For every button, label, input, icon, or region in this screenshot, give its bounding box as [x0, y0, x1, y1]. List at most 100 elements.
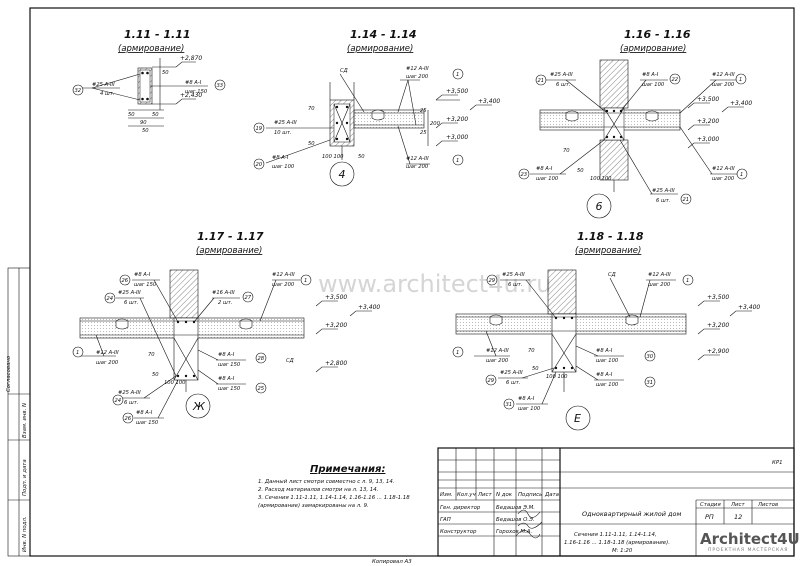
s111-rebar1: #25 А-III — [92, 82, 115, 88]
s117-r1s: шаг 150 — [134, 282, 157, 288]
s111-rebar1_qty: 4 шт. — [100, 91, 114, 97]
s114-r4s: шаг 200 — [406, 164, 429, 170]
s117-r3q: 2 шт. — [218, 300, 232, 306]
s116-m4: 23 — [521, 172, 528, 178]
s118-r3s: шаг 200 — [486, 358, 509, 364]
vzam-label: Взам. инв. N — [22, 403, 28, 438]
s117-r4: #12 А-III — [272, 272, 295, 278]
s114-m2: 19 — [256, 126, 263, 132]
s118-r3: #12 А-III — [486, 348, 509, 354]
s111-rebar2: #8 А-I — [185, 80, 202, 86]
titleblock-sheets_h: Листов — [757, 502, 778, 508]
titleblock-roles-0-name: Бедашов Э.М. — [496, 505, 535, 511]
s116-r1: #25 А-III — [550, 72, 573, 78]
s117-m8: 24 — [115, 398, 122, 404]
s117-r2: #25 А-III — [118, 290, 141, 296]
s116-lv4: +3,000 — [697, 136, 719, 143]
titleblock-headers-0: Изм. — [440, 492, 453, 498]
s116-m3: 1 — [739, 77, 742, 83]
section-114-drawing: 4 25 200 25 70 50 100 100 50 +3,500 +3,4… — [253, 66, 500, 187]
titleblock-sheet_title_2: 1.16-1.16 ... 1.18-1.18 (армирование). — [564, 540, 670, 546]
s118-m6: 31 — [647, 380, 654, 386]
s116-lv1: +3,500 — [697, 96, 719, 103]
s114-r1: #12 А-III — [406, 66, 429, 72]
s114-r3s: шаг 100 — [272, 164, 295, 170]
s118-r4q: 6 шт. — [506, 380, 520, 386]
signature-2 — [517, 521, 543, 529]
s116-m6: 1 — [740, 172, 743, 178]
inv-label: Инв. N подл. — [22, 516, 28, 552]
titleblock-stage_h: Стадия — [700, 502, 721, 508]
s117-r6: #8 А-I — [218, 352, 235, 358]
format-label: Копировал А3 — [372, 559, 412, 565]
s116-lv2: +3,400 — [730, 100, 752, 107]
signature-1 — [517, 509, 541, 518]
section-subtitle-111: (армирование) — [118, 44, 184, 54]
s118-r7s: шаг 100 — [518, 406, 541, 412]
s117-d100: 100 100 — [164, 380, 186, 386]
s117-lv2: +3,400 — [358, 304, 380, 311]
s117-r9: #8 А-I — [136, 410, 153, 416]
s114-r2: #25 А-III — [274, 120, 297, 126]
s116-r5q: 6 шт. — [656, 198, 670, 204]
s117-r6s: шаг 150 — [218, 362, 241, 368]
s118-r6s: шаг 100 — [596, 382, 619, 388]
s111-d50a: 50 — [162, 70, 169, 76]
s114-lv4: +3,000 — [446, 134, 468, 141]
s116-r6s: шаг 200 — [712, 176, 735, 182]
s114-m1: 1 — [456, 72, 459, 78]
s117-m9: 26 — [125, 416, 132, 422]
titleblock-headers-3: N док — [496, 492, 513, 498]
s116-r1q: 6 шт. — [556, 82, 570, 88]
titleblock-headers-2: Лист — [477, 492, 493, 498]
signature-3 — [515, 530, 541, 539]
section-subtitle-117: (армирование) — [196, 246, 262, 256]
s117-lv4: +2,800 — [325, 360, 347, 367]
titleblock-sheet: 12 — [734, 513, 742, 521]
titleblock-roles-0-role: Ген. директор — [440, 505, 481, 511]
s118-r2s: шаг 200 — [648, 282, 671, 288]
s114-r4: #12 А-III — [406, 156, 429, 162]
s117-sd: СД — [286, 358, 294, 364]
s118-m3: 1 — [456, 350, 459, 356]
level-2430: +2,430 — [180, 92, 202, 99]
s117-lv3: +3,200 — [325, 322, 347, 329]
s117-r3: #16 А-III — [212, 290, 235, 296]
axis-4-label: 4 — [339, 168, 346, 181]
s118-m5: 30 — [647, 354, 654, 360]
s116-d50: 50 — [577, 168, 584, 174]
s117-d70: 70 — [148, 352, 155, 358]
s114-r3: #8 А-I — [272, 155, 289, 161]
s114-d100b: 100 100 — [322, 154, 344, 160]
s114-d200: 200 — [430, 121, 441, 127]
s118-r5s: шаг 100 — [596, 358, 619, 364]
s116-r4s: шаг 100 — [536, 176, 559, 182]
s111-mark2: 33 — [217, 83, 224, 89]
section-111-drawing: 50 50 50 90 50 +2,870 +2,430 #25 А-III 4… — [72, 55, 226, 134]
s118-r6: #8 А-I — [596, 372, 613, 378]
s117-axis: Ж — [192, 400, 206, 413]
s116-r5: #25 А-III — [652, 188, 675, 194]
note-4: (армирование) замаркированы на л. 9. — [258, 503, 369, 509]
section-117-drawing: Ж 70 50 100 100 +3,500 +3,400 +3,200 +2,… — [72, 269, 380, 426]
s118-r7: #8 А-I — [518, 396, 535, 402]
level-2870: +2,870 — [180, 55, 202, 62]
section-116-drawing: 6 70 50 100 100 +3,500 +3,400 +3,200 +3,… — [518, 59, 752, 219]
titleblock-roles-1-role: ГАП — [440, 517, 451, 523]
s114-m4: 1 — [456, 158, 459, 164]
s118-r1q: 6 шт. — [508, 282, 522, 288]
s114-d50: 50 — [308, 141, 315, 147]
s111-rebar2_step: шаг 150 — [185, 89, 208, 95]
logo-subtitle: ПРОЕКТНАЯ МАСТЕРСКАЯ — [708, 547, 788, 553]
s117-m3: 27 — [245, 295, 252, 301]
titleblock-sheet_h: Лист — [730, 502, 746, 508]
s116-r6: #12 А-III — [712, 166, 735, 172]
s118-d100: 100 100 — [546, 374, 568, 380]
note-1: 1. Данный лист смотри совместно с л. 9, … — [258, 479, 395, 485]
section-title-111: 1.11 - 1.11 — [124, 28, 191, 41]
s116-m2: 22 — [672, 77, 679, 83]
s117-r7: #8 А-I — [218, 376, 235, 382]
s118-r4: #25 А-III — [500, 370, 523, 376]
titleblock-scale: М: 1:20 — [612, 548, 633, 554]
